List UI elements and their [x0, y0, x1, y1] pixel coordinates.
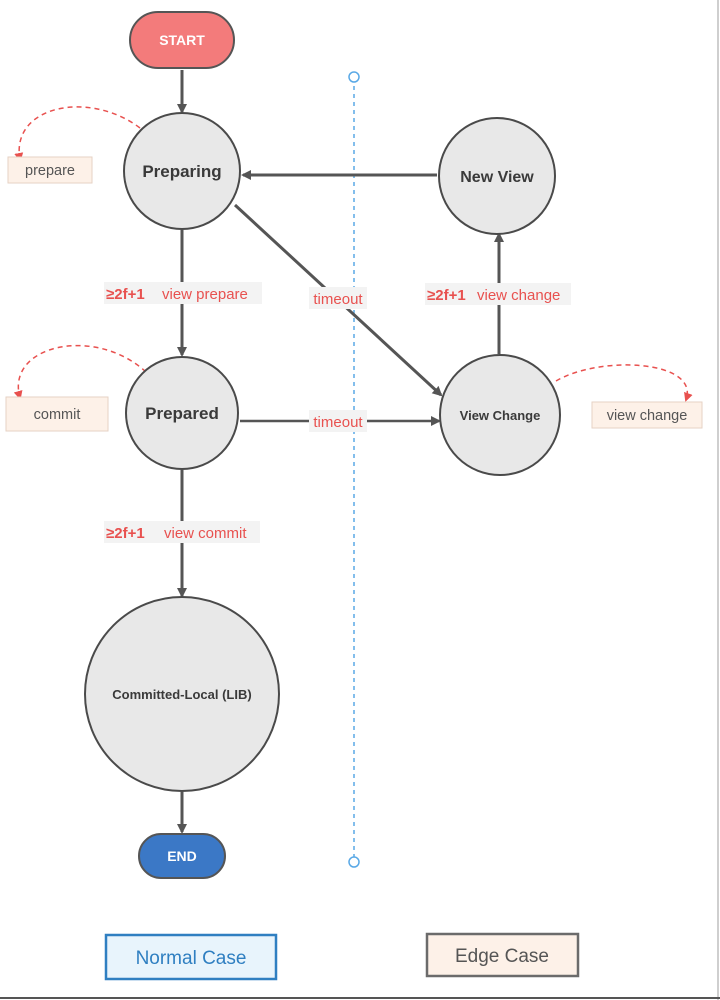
tag-commit [5, 396, 109, 432]
end-label: END [167, 848, 197, 864]
edge-label-bg-commit [104, 521, 260, 543]
start-label: START [159, 32, 205, 48]
self-loop-view-change [555, 364, 693, 402]
edge-label-bg-prepare [104, 282, 262, 304]
legend-normal-case [104, 933, 278, 981]
preparing-node [123, 112, 241, 230]
edge-threshold-commit: ≥2f+1 [106, 525, 145, 542]
committed-local-label: Committed-Local (LIB) [112, 687, 251, 702]
legend-edge-case [425, 932, 580, 978]
view-change-label: View Change [460, 408, 541, 423]
prepared-node [125, 356, 239, 470]
tag-prepare [7, 156, 93, 184]
new-view-node [438, 117, 556, 235]
edge-action-prepare: view prepare [162, 286, 248, 303]
edge-timeout-prepared: timeout [313, 414, 363, 431]
edge-timeout-preparing: timeout [313, 291, 363, 308]
start-node [129, 11, 235, 69]
legend-normal-label: Normal Case [136, 948, 247, 969]
tag-prepare-label: prepare [25, 163, 75, 179]
legend-edge-label: Edge Case [455, 946, 549, 967]
edge-label-bg-timeout-1 [309, 287, 367, 309]
end-node [138, 833, 226, 879]
tag-commit-label: commit [34, 407, 81, 423]
edge-action-commit: view commit [164, 525, 247, 542]
divider-bottom-handle [348, 856, 360, 868]
view-change-node [439, 354, 561, 476]
divider-top-handle [348, 71, 360, 83]
self-loop-commit [13, 344, 147, 400]
edge-label-bg-view-change [425, 283, 571, 305]
tag-view-change [591, 401, 703, 429]
preparing-label: Preparing [142, 162, 221, 181]
prepared-label: Prepared [145, 404, 219, 423]
edge-threshold-prepare: ≥2f+1 [106, 286, 145, 303]
edge-threshold-view-change: ≥2f+1 [427, 287, 466, 304]
committed-local-node [84, 596, 280, 792]
tag-view-change-label: view change [607, 408, 688, 424]
new-view-label: New View [460, 169, 534, 186]
edge-label-bg-timeout-2 [309, 410, 367, 432]
edge-action-view-change: view change [477, 287, 560, 304]
self-loop-prepare [14, 106, 141, 162]
